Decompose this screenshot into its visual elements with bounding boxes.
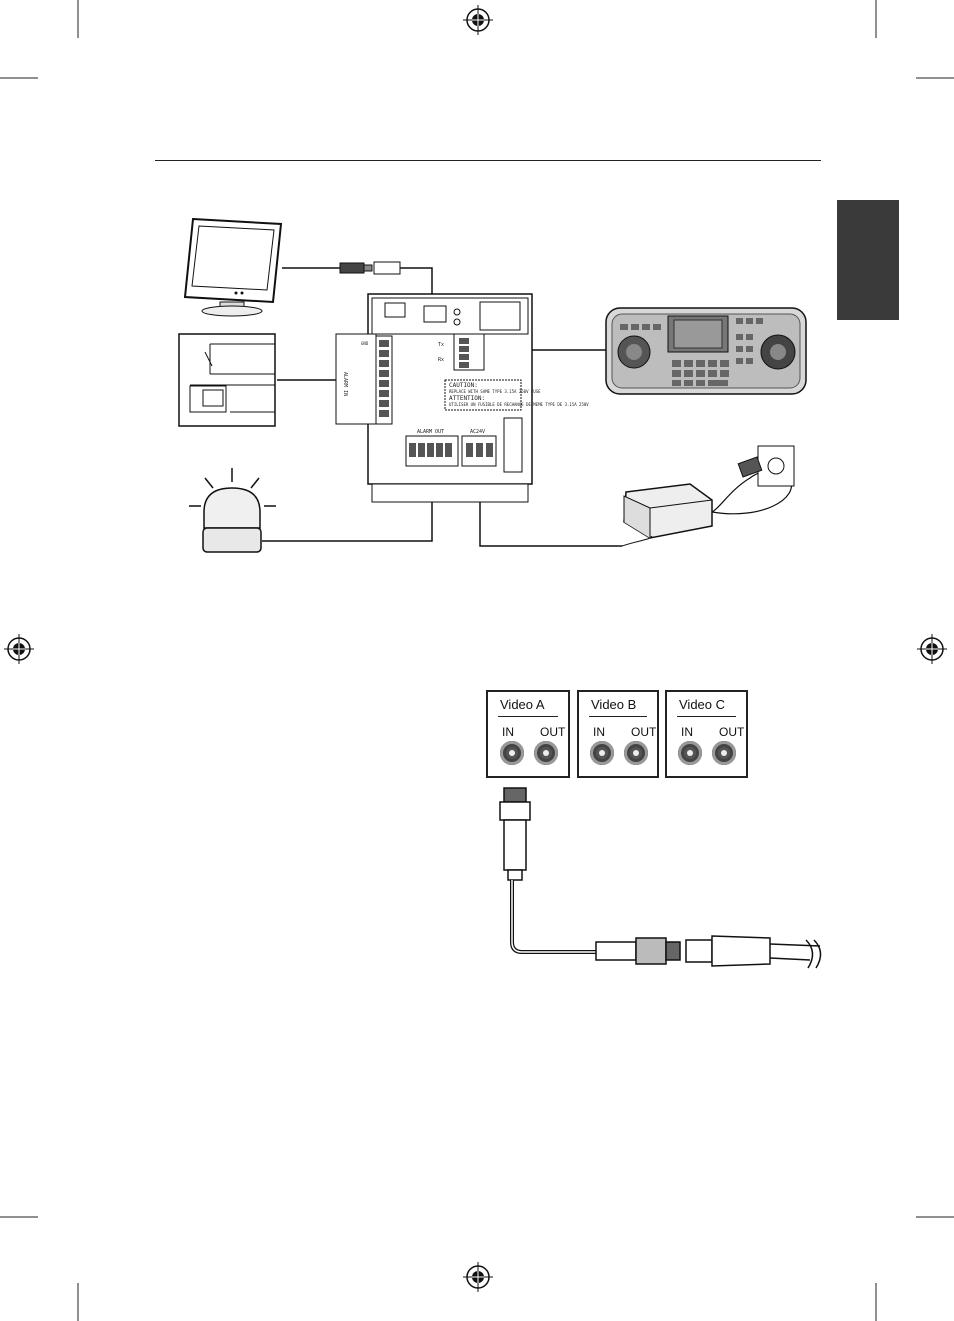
in-jack[interactable] bbox=[678, 741, 702, 765]
gnd-label: GND bbox=[361, 341, 368, 346]
in-label: IN bbox=[593, 725, 605, 739]
alarm-out-label: ALARM OUT bbox=[417, 429, 444, 435]
registration-mark-icon bbox=[463, 1262, 493, 1292]
alarm-light-icon bbox=[189, 468, 276, 552]
video-panel-c: Video C IN OUT bbox=[665, 690, 748, 778]
tx-label: Tx bbox=[438, 342, 444, 348]
wiring-diagram bbox=[0, 0, 954, 600]
out-label: OUT bbox=[631, 725, 656, 739]
attention-label: ATTENTION: bbox=[449, 395, 485, 402]
monitor-icon bbox=[185, 219, 281, 316]
sensor-icon bbox=[179, 334, 275, 426]
video-panel-title: Video A bbox=[500, 697, 545, 712]
rx-label: Rx bbox=[438, 357, 444, 363]
in-jack[interactable] bbox=[590, 741, 614, 765]
in-label: IN bbox=[502, 725, 514, 739]
out-jack[interactable] bbox=[624, 741, 648, 765]
registration-mark-icon bbox=[917, 634, 947, 664]
caution-label: CAUTION: bbox=[449, 382, 478, 389]
control-board bbox=[336, 294, 532, 502]
caution-text: REPLACE WITH SAME TYPE 3.15A 250V FUSE bbox=[449, 389, 541, 394]
ac24v-label: AC24V bbox=[470, 429, 485, 435]
attention-text: UTILISER UN FUSIBLE DE RECHANGE DE MEME … bbox=[449, 402, 589, 407]
out-jack[interactable] bbox=[712, 741, 736, 765]
alarm-in-label: ALARM IN bbox=[342, 372, 348, 396]
video-panel-b: Video B IN OUT bbox=[577, 690, 659, 778]
bnc-connector-icon bbox=[340, 262, 400, 274]
video-panel-title: Video B bbox=[591, 697, 636, 712]
out-jack[interactable] bbox=[534, 741, 558, 765]
video-panel-title: Video C bbox=[679, 697, 725, 712]
in-jack[interactable] bbox=[500, 741, 524, 765]
power-adapter-icon bbox=[622, 446, 794, 546]
out-label: OUT bbox=[719, 725, 744, 739]
registration-mark-icon bbox=[4, 634, 34, 664]
bnc-cable-icon bbox=[480, 780, 840, 980]
out-label: OUT bbox=[540, 725, 565, 739]
video-panel-a: Video A IN OUT bbox=[486, 690, 570, 778]
in-label: IN bbox=[681, 725, 693, 739]
controller-keyboard-icon bbox=[606, 308, 806, 394]
